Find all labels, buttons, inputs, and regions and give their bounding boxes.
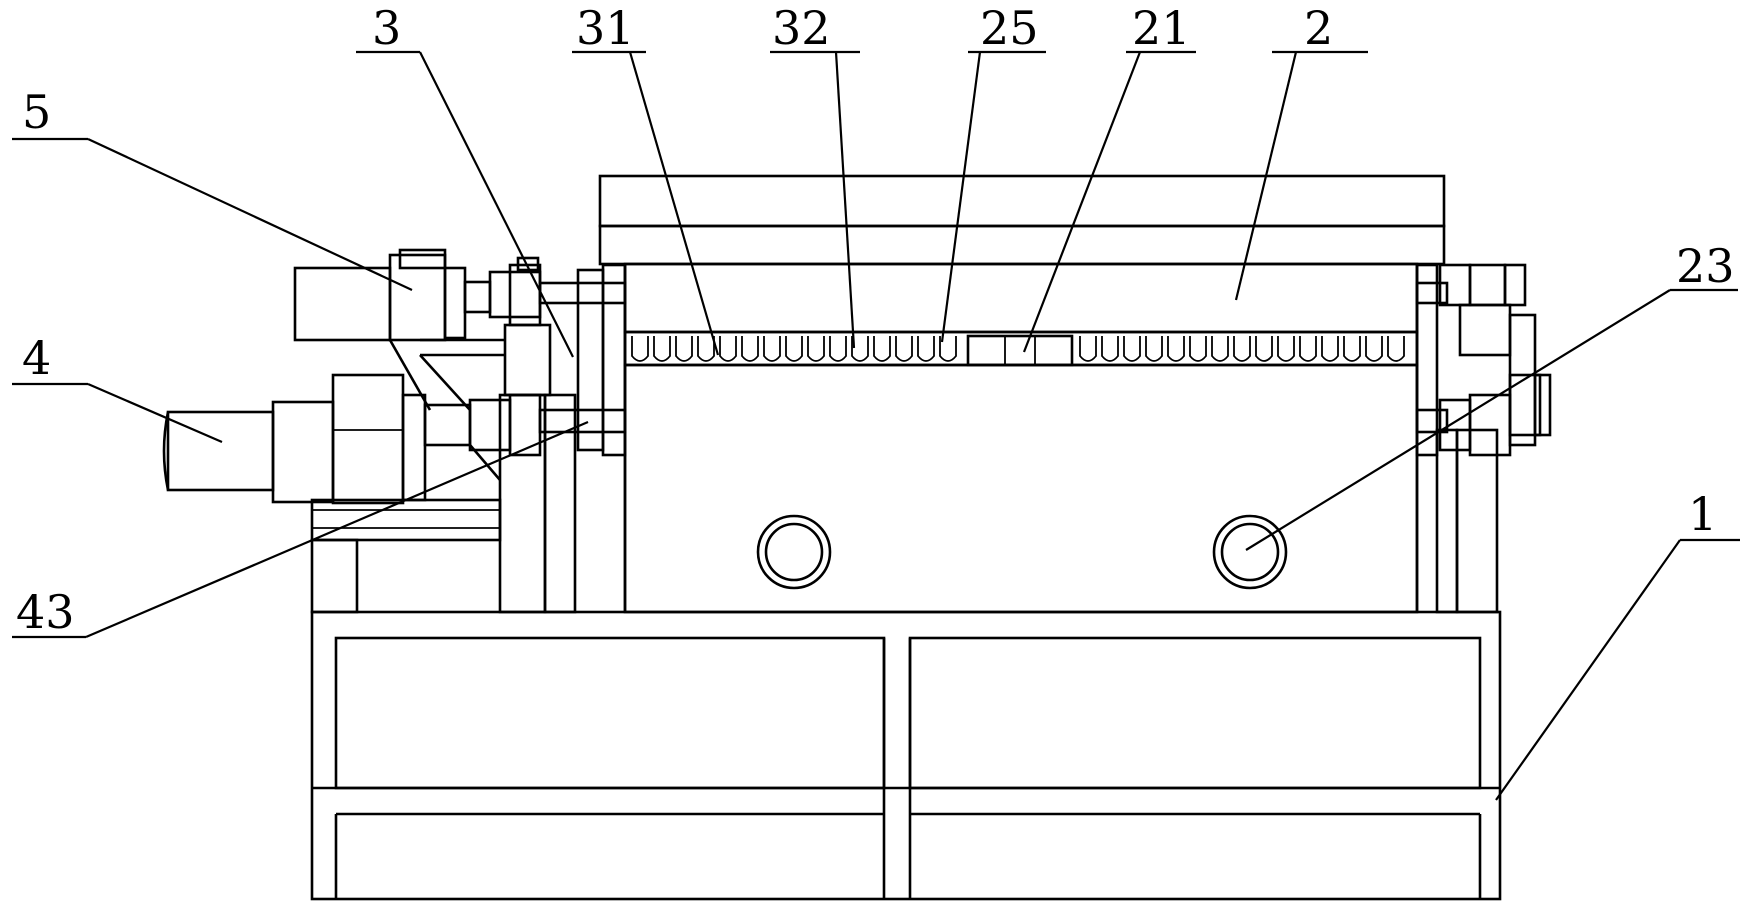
tooth — [719, 336, 737, 362]
label-43: 43 — [16, 585, 75, 639]
tooth — [697, 336, 715, 362]
tooth — [653, 336, 671, 362]
right-supports — [1415, 263, 1552, 614]
tooth — [763, 336, 781, 362]
label-5: 5 — [22, 85, 51, 139]
label-3: 3 — [372, 1, 401, 55]
leader-lines — [12, 50, 1740, 801]
tooth — [917, 336, 935, 362]
main-body — [598, 174, 1446, 614]
tooth — [1123, 336, 1141, 362]
tooth — [939, 336, 957, 362]
tooth — [851, 336, 869, 362]
label-2: 2 — [1304, 1, 1333, 55]
tooth — [873, 336, 891, 362]
tooth — [675, 336, 693, 362]
label-32: 32 — [772, 1, 831, 55]
tooth — [1387, 336, 1405, 362]
tooth — [1365, 336, 1383, 362]
label-4: 4 — [22, 331, 51, 385]
tooth — [631, 336, 649, 362]
label-1: 1 — [1688, 487, 1717, 541]
tooth — [829, 336, 847, 362]
tooth — [1277, 336, 1295, 362]
label-21: 21 — [1132, 1, 1191, 55]
left-supports — [310, 263, 627, 614]
tooth — [1145, 336, 1163, 362]
tooth — [1299, 336, 1317, 362]
label-25: 25 — [980, 1, 1039, 55]
tooth — [895, 336, 913, 362]
center-block — [966, 334, 1074, 367]
tooth — [807, 336, 825, 362]
tooth — [1189, 336, 1207, 362]
tooth — [1343, 336, 1361, 362]
tooth — [1079, 336, 1097, 362]
shafts — [538, 281, 1449, 434]
label-31: 31 — [576, 1, 635, 55]
lower-motor — [162, 373, 542, 505]
part-labels: 5 3 31 32 25 21 2 23 4 43 1 — [16, 1, 1735, 639]
center-block-inner — [1004, 335, 1036, 366]
tooth — [785, 336, 803, 362]
tooth — [1233, 336, 1251, 362]
tooth — [1101, 336, 1119, 362]
label-23: 23 — [1676, 239, 1735, 293]
tooth — [1167, 336, 1185, 362]
tooth — [1321, 336, 1339, 362]
tooth — [741, 336, 759, 362]
tooth — [1255, 336, 1273, 362]
tooth-strip — [631, 334, 1405, 367]
base-frame — [310, 610, 1502, 901]
tooth — [1211, 336, 1229, 362]
